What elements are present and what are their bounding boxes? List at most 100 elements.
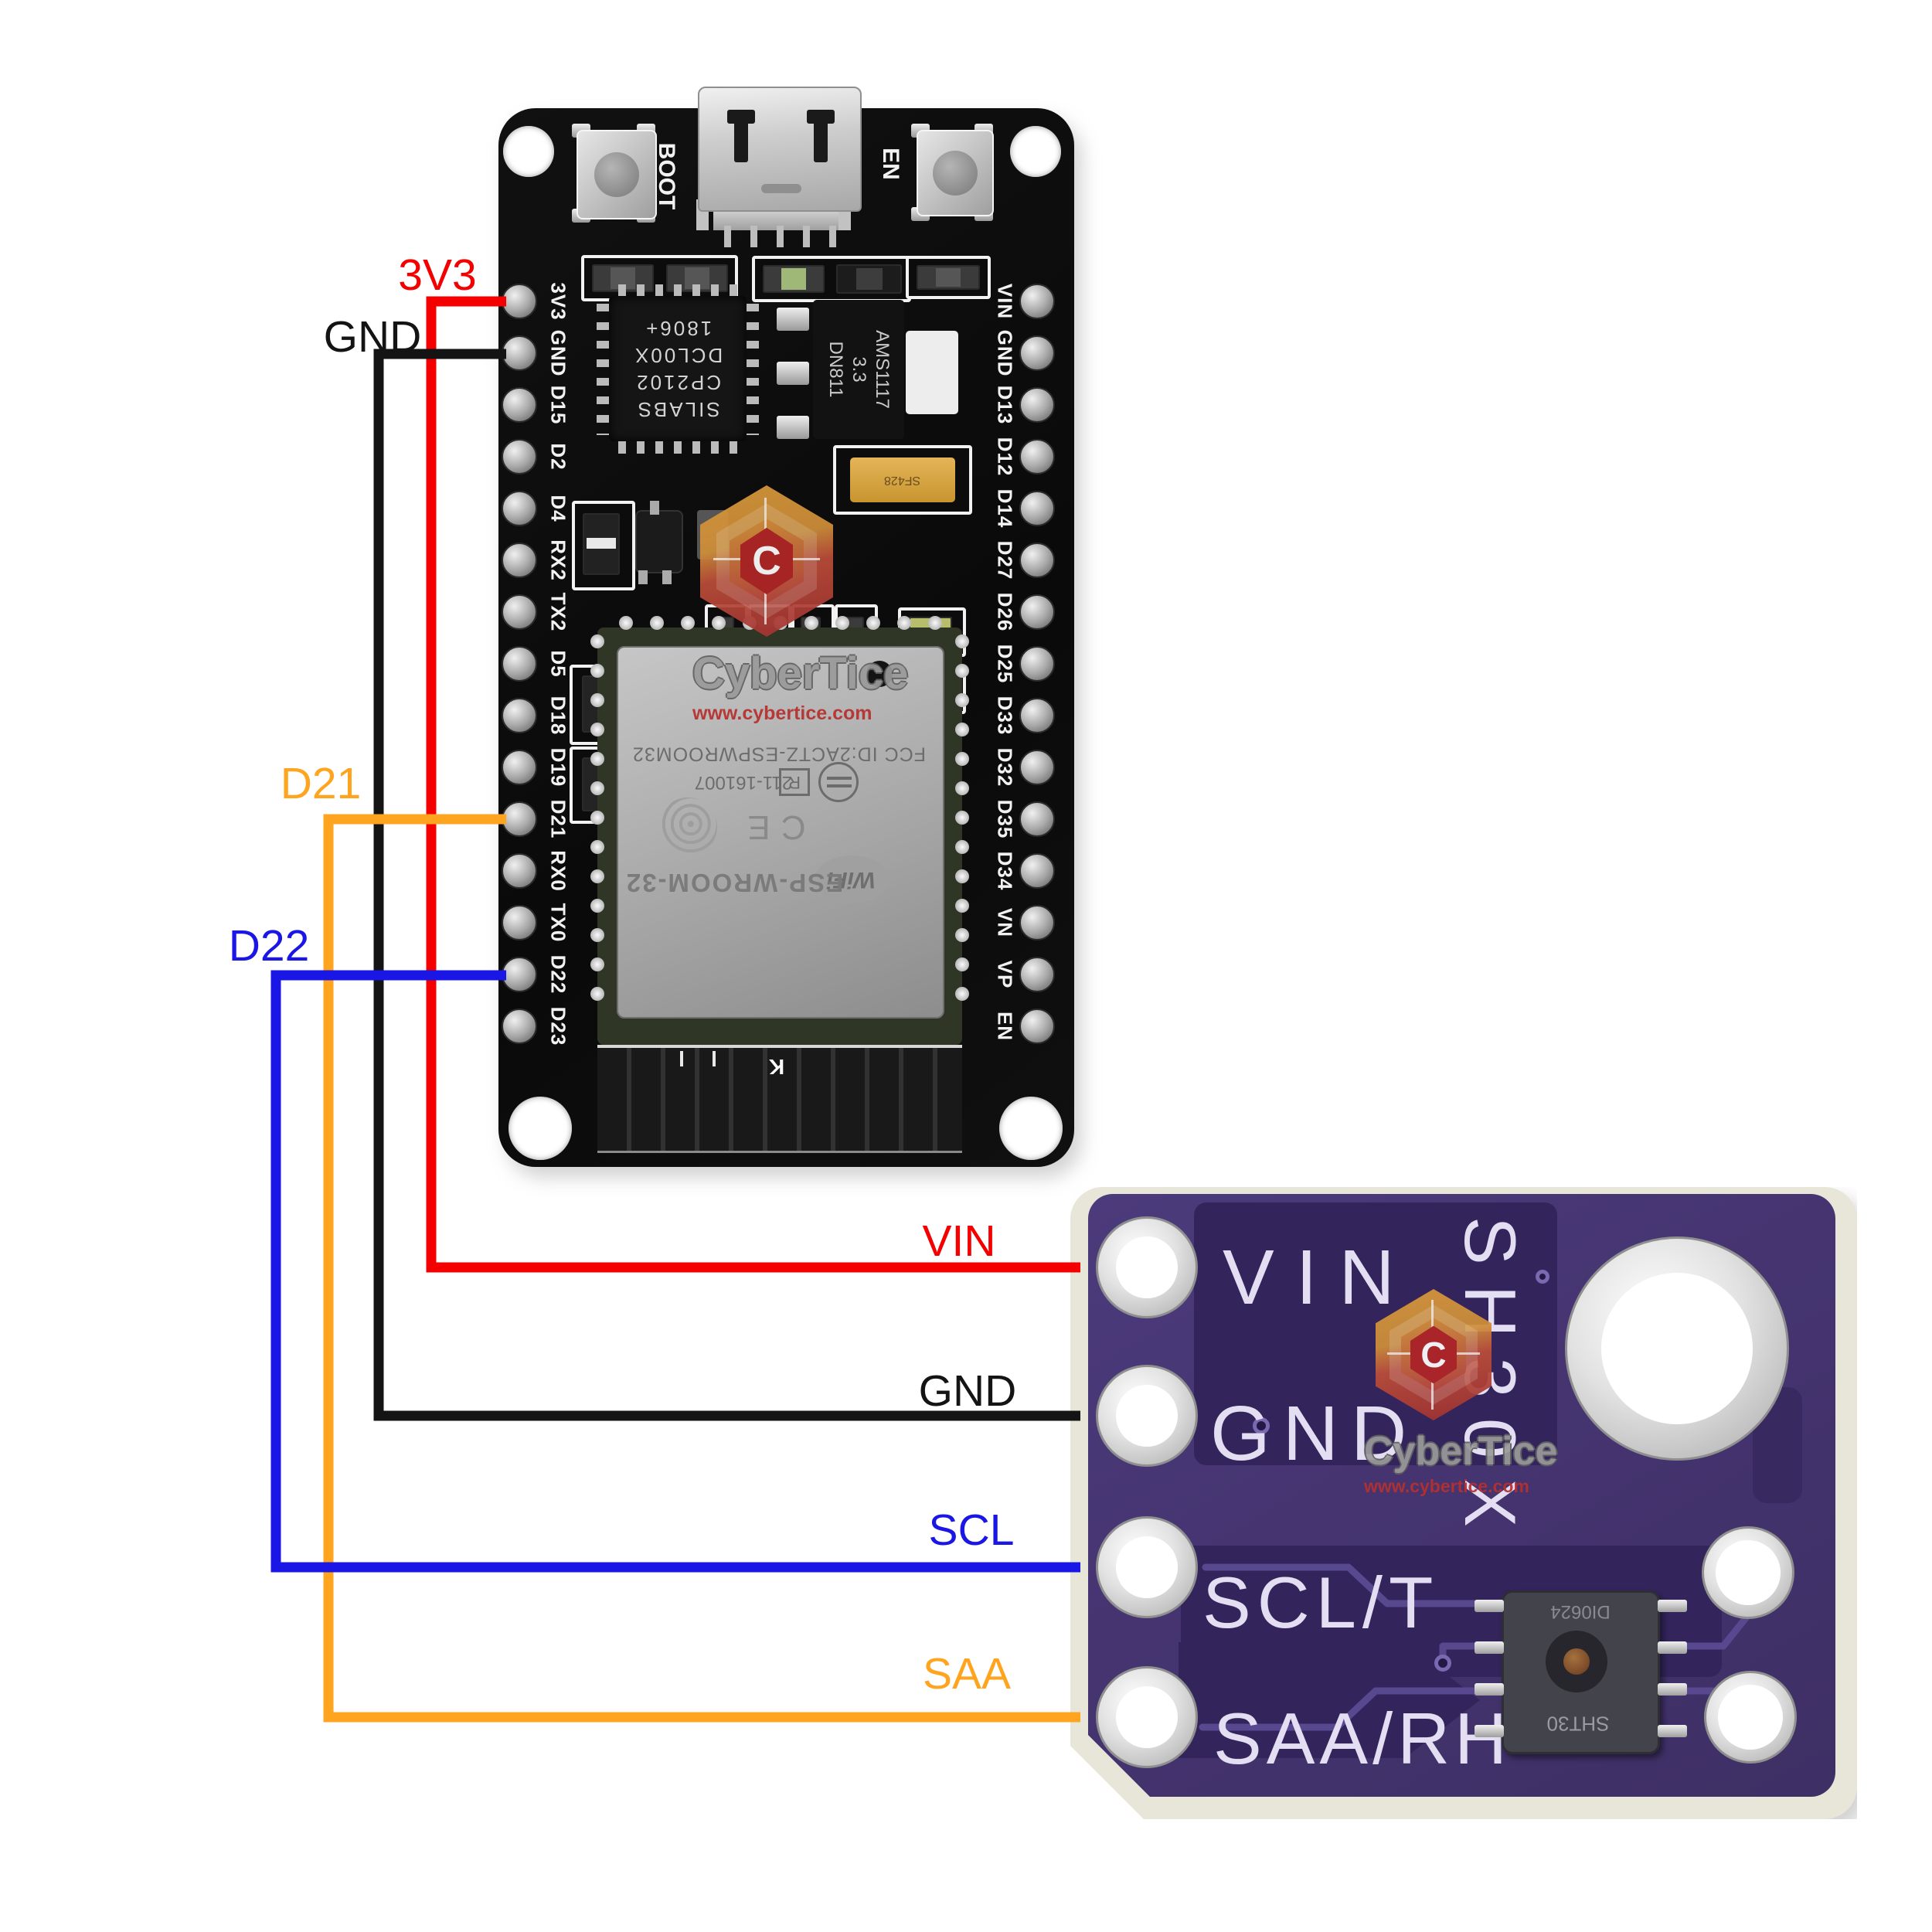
castellation-icon bbox=[804, 616, 818, 630]
esp32-pin-vn bbox=[1019, 905, 1055, 940]
tantalum-capacitor: SF428 bbox=[833, 445, 972, 515]
esp32-pin-d35 bbox=[1019, 801, 1055, 837]
esp32-pin-d25 bbox=[1019, 646, 1055, 682]
castellation-icon bbox=[650, 616, 664, 630]
sot23-transistor bbox=[637, 512, 682, 572]
esp32-pin-vp bbox=[1019, 957, 1055, 992]
pad-hole bbox=[1718, 1685, 1783, 1750]
mount-hole-icon bbox=[509, 1097, 572, 1160]
esp32-pin-d2 bbox=[502, 439, 537, 474]
cert-circle-icon bbox=[818, 762, 859, 802]
castellation-icon bbox=[835, 616, 849, 630]
castellation-icon bbox=[955, 869, 969, 883]
castellation-icon bbox=[590, 634, 604, 648]
esp32-pin-d13 bbox=[1019, 387, 1055, 423]
wire-label-power-to: VIN bbox=[922, 1216, 996, 1266]
sensor-hole bbox=[1116, 1385, 1178, 1447]
castellation-icon bbox=[897, 616, 911, 630]
esp32-pin-d4 bbox=[502, 491, 537, 526]
castellation-icon bbox=[955, 811, 969, 825]
castellation-icon bbox=[928, 616, 942, 630]
esp32-pin-d27 bbox=[1019, 543, 1055, 578]
castellation-icon bbox=[590, 752, 604, 766]
castellation-icon bbox=[955, 987, 969, 1001]
sensor-hole bbox=[1116, 1536, 1178, 1598]
esp32-pin-d26 bbox=[1019, 594, 1055, 630]
sensor-pin-label: VIN bbox=[1223, 1234, 1417, 1321]
esp32-pin-d33 bbox=[1019, 698, 1055, 733]
wifi-logo: WiFi bbox=[815, 855, 889, 903]
castellation-icon bbox=[681, 616, 695, 630]
mount-hole bbox=[1601, 1273, 1753, 1424]
wire-scl bbox=[270, 970, 1080, 1573]
esp32-pin-d5 bbox=[502, 646, 537, 682]
watermark: C CyberTice www.cybertice.com bbox=[692, 485, 908, 725]
wire-sda bbox=[323, 814, 1080, 1723]
esp32-pin-tx2 bbox=[502, 594, 537, 630]
sensor-pin-label: GND bbox=[1210, 1390, 1420, 1477]
esp32-pin-d19 bbox=[502, 750, 537, 785]
sensor-hole bbox=[1116, 1686, 1178, 1748]
esp32-pin-rx0 bbox=[502, 853, 537, 889]
pad-hole bbox=[1716, 1540, 1781, 1605]
esp32-board: BOOT EN bbox=[498, 87, 1074, 1167]
wire-label-sda-to: SAA bbox=[922, 1649, 1012, 1699]
wire-label-power-from: 3V3 bbox=[398, 250, 477, 300]
castellation-icon bbox=[590, 928, 604, 942]
wire-label-ground-from: GND bbox=[323, 312, 422, 362]
castellation-icon bbox=[866, 616, 880, 630]
castellation-icon bbox=[955, 723, 969, 736]
esp32-pin-d23 bbox=[502, 1009, 537, 1044]
wire-label-scl-from: D22 bbox=[228, 921, 310, 971]
castellation-icon bbox=[955, 693, 969, 707]
wire-power bbox=[426, 296, 1080, 1273]
esp32-pin-tx0 bbox=[502, 905, 537, 940]
esp32-pin-d18 bbox=[502, 698, 537, 733]
castellation-icon bbox=[955, 752, 969, 766]
castellation-icon bbox=[955, 781, 969, 795]
castellation-icon bbox=[590, 723, 604, 736]
esp32-pin-vin bbox=[1019, 284, 1055, 319]
castellation-icon bbox=[590, 899, 604, 913]
espressif-swirl-icon bbox=[658, 798, 717, 856]
sht30-sensor-opening bbox=[1563, 1648, 1590, 1675]
shield-dot-icon bbox=[866, 661, 893, 687]
castellation-icon bbox=[590, 664, 604, 678]
wire-label-scl-to: SCL bbox=[928, 1505, 1015, 1555]
castellation-icon bbox=[712, 616, 726, 630]
esp32-pin-d12 bbox=[1019, 439, 1055, 474]
esp32-pin-d15 bbox=[502, 387, 537, 423]
castellation-icon bbox=[590, 781, 604, 795]
esp32-pin-3v3 bbox=[502, 284, 537, 319]
mount-hole-icon bbox=[999, 1097, 1063, 1160]
castellation-icon bbox=[590, 693, 604, 707]
sensor-pin-label: SAA/RH bbox=[1213, 1698, 1512, 1779]
castellation-icon bbox=[955, 840, 969, 854]
esp32-pin-d34 bbox=[1019, 853, 1055, 889]
castellation-icon bbox=[590, 987, 604, 1001]
castellation-icon bbox=[590, 811, 604, 825]
castellation-icon bbox=[955, 957, 969, 971]
castellation-icon bbox=[955, 899, 969, 913]
esp32-pin-d32 bbox=[1019, 750, 1055, 785]
esp32-pin-gnd bbox=[1019, 335, 1055, 371]
esp32-pin-en bbox=[1019, 1009, 1055, 1044]
castellation-icon bbox=[590, 957, 604, 971]
wire-label-sda-from: D21 bbox=[280, 759, 362, 808]
wire-ground bbox=[373, 349, 1080, 1421]
sensor-hole bbox=[1116, 1236, 1178, 1298]
castellation-icon bbox=[590, 869, 604, 883]
antenna-region bbox=[597, 1045, 962, 1153]
castellation-icon bbox=[619, 616, 633, 630]
mount-hole-icon bbox=[1010, 126, 1061, 177]
esp32-pin-rx2 bbox=[502, 543, 537, 578]
esp32-pin-d14 bbox=[1019, 491, 1055, 526]
mount-hole-icon bbox=[503, 126, 554, 177]
castellation-icon bbox=[955, 664, 969, 678]
watermark: C CyberTice www.cybertice.com bbox=[1364, 1289, 1558, 1497]
wire-label-ground-to: GND bbox=[918, 1366, 1017, 1416]
sensor-pin-label: SCL/T bbox=[1202, 1562, 1440, 1643]
en-button bbox=[917, 130, 994, 216]
